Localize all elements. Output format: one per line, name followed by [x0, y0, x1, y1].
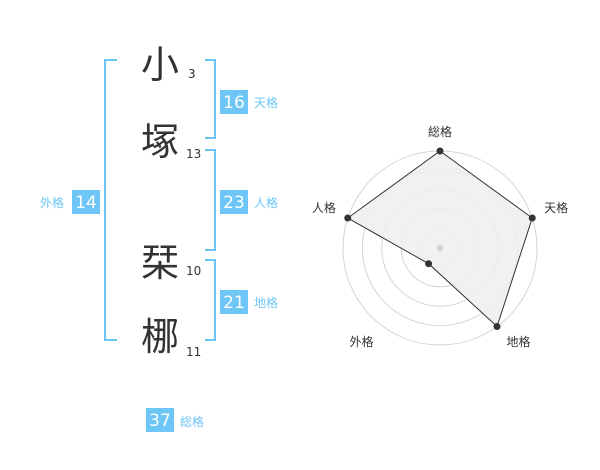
chikaku-badge	[220, 290, 248, 314]
tenkaku-bracket	[205, 59, 216, 139]
stroke-count-4: 11	[186, 345, 201, 359]
gaikaku-bracket	[104, 59, 117, 341]
gaikaku-badge	[72, 190, 100, 214]
radar-axis-label-3: 地格	[507, 334, 531, 349]
name-block: 小 3 塚 13 栞 10 梛 11 外格 14 16 天格 23 人格 21 …	[40, 43, 278, 432]
gaikaku-label: 外格	[40, 195, 64, 210]
chikaku-value: 21	[223, 293, 245, 313]
radar-axis-label-5: 人格	[312, 200, 336, 215]
tenkaku-badge	[220, 90, 248, 114]
radar-center-dot	[437, 245, 443, 251]
stroke-count-3: 10	[186, 264, 201, 278]
soukaku-badge	[146, 408, 174, 432]
radar-point-1	[436, 147, 444, 155]
gaikaku-value: 14	[75, 193, 97, 213]
radar-data-polygon	[346, 150, 533, 328]
name-char-4: 梛	[141, 315, 179, 359]
jinkaku-value: 23	[223, 193, 245, 213]
radar-axis-label-2: 天格	[544, 200, 568, 215]
chikaku-bracket	[205, 259, 216, 341]
radar-axis-label-1: 総格	[428, 124, 452, 139]
name-char-2: 塚	[141, 120, 179, 164]
jinkaku-badge	[220, 190, 248, 214]
chikaku-label: 地格	[254, 295, 278, 310]
stroke-count-1: 3	[188, 67, 196, 81]
soukaku-label: 総格	[180, 414, 204, 429]
radar-point-4	[425, 260, 433, 268]
stroke-count-2: 13	[186, 147, 201, 161]
radar-point-2	[528, 214, 536, 222]
name-char-1: 小	[141, 43, 179, 87]
tenkaku-value: 16	[223, 93, 245, 113]
radar-axis-label-4: 外格	[349, 334, 373, 349]
jinkaku-label: 人格	[254, 195, 278, 210]
soukaku-value: 37	[149, 411, 171, 431]
radar-point-3	[493, 322, 501, 330]
name-char-3: 栞	[141, 241, 179, 285]
tenkaku-label: 天格	[254, 95, 278, 110]
radar-point-5	[344, 214, 352, 222]
jinkaku-bracket	[205, 149, 216, 251]
